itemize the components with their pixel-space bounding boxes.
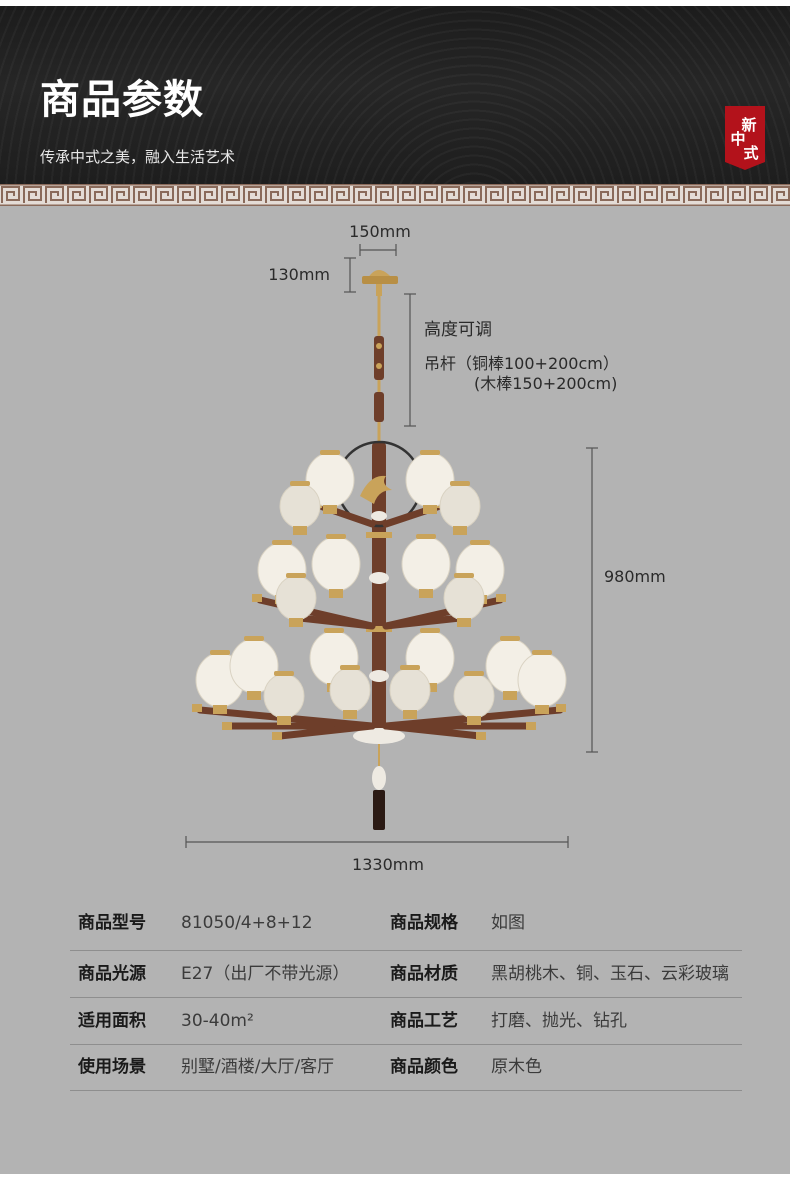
greek-key-border (0, 184, 790, 206)
spec-label: 商品工艺 (390, 1011, 458, 1031)
lamp-cap (400, 665, 420, 670)
lamp-cap (470, 540, 490, 545)
rod-note-title: 高度可调 (424, 320, 492, 340)
lamp-shade (279, 483, 321, 529)
rod-note-wood: (木棒150+200cm) (474, 374, 617, 393)
spec-label: 商品型号 (78, 913, 146, 933)
lamp-holder (423, 505, 437, 514)
canopy-width-label: 150mm (349, 222, 411, 241)
svg-text:式: 式 (743, 144, 758, 162)
canopy-height-label: 130mm (268, 265, 330, 284)
lamp-cap (324, 628, 344, 633)
spec-value: 原木色 (491, 1057, 542, 1077)
lamp-shade (453, 673, 495, 719)
lamp-shade (275, 575, 317, 621)
spec-row: 适用面积 30-40m² 商品工艺 打磨、抛光、钻孔 (70, 999, 742, 1046)
bottom-margin (0, 1174, 790, 1182)
lamp-shade (517, 652, 567, 708)
product-diagram: 150mm 130mm 高度可调 吊杆（铜棒100+200cm） (木棒150+… (0, 206, 790, 876)
spec-value: 打磨、抛光、钻孔 (491, 1011, 627, 1031)
chandelier-drawing: 150mm 130mm 高度可调 吊杆（铜棒100+200cm） (木棒150+… (185, 222, 666, 874)
body-width-label: 1330mm (352, 855, 424, 874)
lamp-shade (329, 667, 371, 713)
lamp-shade (439, 483, 481, 529)
header-banner: 商品参数 传承中式之美，融入生活艺术 新 中 式 (0, 6, 790, 184)
spec-label: 适用面积 (78, 1011, 146, 1031)
spec-label: 使用场景 (78, 1057, 146, 1077)
lamp-cap (420, 450, 440, 455)
canopy-width-dimension (359, 244, 397, 256)
body-width-dimension (185, 836, 569, 848)
lamp-cap (210, 650, 230, 655)
lamp-cap (464, 671, 484, 676)
lamp-cap (454, 573, 474, 578)
lamp-shade (443, 575, 485, 621)
lamp-holder (289, 618, 303, 627)
page-subtitle: 传承中式之美，融入生活艺术 (40, 148, 236, 166)
spec-label: 商品材质 (390, 964, 458, 984)
svg-text:中: 中 (730, 130, 745, 148)
lamp-cap (532, 650, 552, 655)
lamp-holder (213, 705, 227, 714)
lamp-shades (195, 450, 567, 725)
canopy-height-dimension (344, 257, 356, 293)
lamp-holder (293, 526, 307, 535)
lamp-holder (535, 705, 549, 714)
lamp-holder (467, 716, 481, 725)
rod-length-dimension (404, 293, 416, 427)
canopy-and-rod (362, 270, 398, 446)
lamp-shade (401, 536, 451, 592)
lamp-holder (329, 589, 343, 598)
lamp-cap (244, 636, 264, 641)
lamp-cap (326, 534, 346, 539)
lamp-cap (274, 671, 294, 676)
spec-table: 商品型号 81050/4+8+12 商品规格 如图 商品光源 E27（出厂不带光… (0, 876, 790, 1182)
page-title: 商品参数 (40, 77, 204, 123)
lamp-holder (457, 618, 471, 627)
lamp-cap (272, 540, 292, 545)
lamp-holder (503, 691, 517, 700)
lamp-shade (311, 536, 361, 592)
lamp-cap (320, 450, 340, 455)
lamp-holder (277, 716, 291, 725)
lamp-cap (290, 481, 310, 486)
lamp-cap (286, 573, 306, 578)
lamp-holder (453, 526, 467, 535)
spec-label: 商品规格 (390, 913, 458, 933)
spec-value: 别墅/酒楼/大厅/客厅 (181, 1057, 335, 1077)
lamp-holder (343, 710, 357, 719)
lamp-cap (420, 628, 440, 633)
lamp-cap (450, 481, 470, 486)
spec-value: 81050/4+8+12 (181, 913, 313, 933)
spec-label: 商品颜色 (390, 1057, 458, 1077)
lamp-shade (263, 673, 305, 719)
spec-value: 30-40m² (181, 1011, 254, 1031)
spec-row: 使用场景 别墅/酒楼/大厅/客厅 商品颜色 原木色 (70, 1045, 742, 1092)
spec-label: 商品光源 (78, 964, 146, 984)
lamp-shade (389, 667, 431, 713)
lamp-holder (403, 710, 417, 719)
lamp-cap (416, 534, 436, 539)
spec-value: 如图 (491, 913, 525, 933)
lamp-holder (419, 589, 433, 598)
svg-text:新: 新 (741, 116, 756, 134)
central-column (335, 440, 423, 830)
spec-row: 商品光源 E27（出厂不带光源） 商品材质 黑胡桃木、铜、玉石、云彩玻璃 (70, 952, 742, 999)
seal-stamp: 新 中 式 (725, 106, 765, 170)
spec-row: 商品型号 81050/4+8+12 商品规格 如图 (70, 897, 742, 951)
lamp-holder (323, 505, 337, 514)
body-height-label: 980mm (604, 567, 666, 586)
lamp-cap (340, 665, 360, 670)
spec-value: 黑胡桃木、铜、玉石、云彩玻璃 (491, 964, 729, 984)
lamp-cap (500, 636, 520, 641)
body-height-dimension (586, 447, 598, 753)
lamp-holder (247, 691, 261, 700)
rod-note-copper: 吊杆（铜棒100+200cm） (424, 354, 619, 373)
spec-value: E27（出厂不带光源） (181, 964, 350, 984)
